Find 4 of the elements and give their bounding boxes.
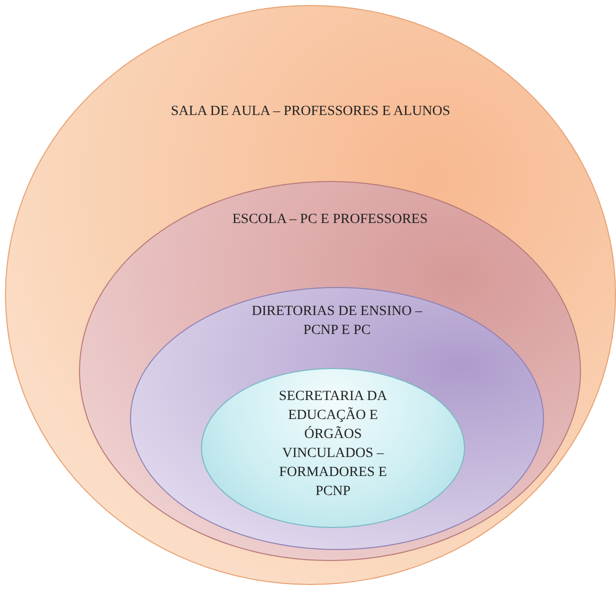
level-label: DIRETORIAS DE ENSINO – PCNP E PC	[250, 303, 424, 340]
level-label: SECRETARIA DA EDUCAÇÃO E ÓRGÃOS VINCULADOS – FORMADORES E PCNP	[278, 388, 388, 501]
level-label: SALA DE AULA – PROFESSORES E ALUNOS	[170, 103, 450, 121]
level-label: ESCOLA – PC E PROFESSORES	[232, 211, 428, 229]
